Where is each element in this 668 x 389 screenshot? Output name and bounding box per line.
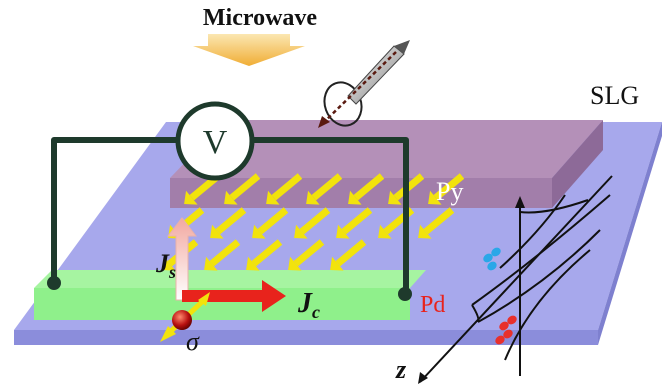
spin-arrow-shaft <box>335 239 367 267</box>
spin-arrow-head <box>388 190 402 205</box>
voltmeter-icon: V <box>175 101 255 181</box>
spin-arrow-shaft <box>251 239 283 267</box>
spin-arrow-head <box>184 190 198 205</box>
spin-arrow-head <box>378 224 392 239</box>
voltmeter-label: V <box>203 124 228 161</box>
jc-label-sub: c <box>312 302 320 322</box>
spin-arrow-shaft <box>299 207 331 235</box>
spin-arrow-head <box>418 224 432 239</box>
spin-arrow-shaft <box>423 207 455 235</box>
sigma-label: σ <box>186 327 200 356</box>
spin-arrow-head <box>210 224 224 239</box>
spin-arrow-shaft <box>271 173 303 201</box>
microwave-arrow-icon <box>193 34 305 66</box>
microwave-label: Microwave <box>203 5 318 31</box>
spin-down-carriers <box>495 315 517 345</box>
spin-arrow-shaft <box>293 239 325 267</box>
spin-current-arrows <box>162 173 465 271</box>
spin-arrow-head <box>348 190 362 205</box>
spin-arrow-head <box>428 190 442 205</box>
spin-arrow-shaft <box>353 173 385 201</box>
spin-arrow-head <box>306 190 320 205</box>
js-label-main: J <box>155 249 170 278</box>
z-axis-label: z <box>395 355 407 384</box>
pd-strip <box>34 270 426 320</box>
spin-arrow-head <box>224 190 238 205</box>
spin-arrow-shaft <box>311 173 343 201</box>
spin-arrow-shaft <box>433 173 465 201</box>
spin-up-carriers <box>483 247 501 271</box>
spin-arrow-head <box>294 224 308 239</box>
spin-arrow-shaft <box>341 207 373 235</box>
left-contact-dot <box>47 276 61 290</box>
jc-label-main: J <box>297 288 313 319</box>
js-label-sub: s <box>168 262 176 282</box>
magnetization-cone-icon <box>318 40 410 128</box>
spin-arrow-head <box>266 190 280 205</box>
py-label: Py <box>436 177 463 206</box>
spin-arrow-head <box>252 224 266 239</box>
slg-label: SLG <box>590 81 639 110</box>
sigma-spin-icon <box>160 292 210 342</box>
spin-arrow-shaft <box>229 173 261 201</box>
spin-arrow-head <box>336 224 350 239</box>
spin-arrow-shaft <box>215 207 247 235</box>
jc-label: Jc <box>297 288 320 322</box>
spin-arrow-head <box>246 256 260 271</box>
spin-arrow-head <box>288 256 302 271</box>
right-contact-dot <box>398 287 412 301</box>
spin-arrow-shaft <box>209 239 241 267</box>
circuit-wires <box>51 137 409 292</box>
spin-current-js-arrow <box>166 217 198 301</box>
spin-arrow-shaft <box>257 207 289 235</box>
pd-label: Pd <box>420 292 445 318</box>
spin-arrow-head <box>204 256 218 271</box>
spin-arrow-head <box>162 256 176 271</box>
band-cone-icon <box>418 175 613 384</box>
js-label: Js <box>155 249 176 282</box>
spin-arrow-head <box>330 256 344 271</box>
charge-current-jc-arrow <box>182 280 286 312</box>
